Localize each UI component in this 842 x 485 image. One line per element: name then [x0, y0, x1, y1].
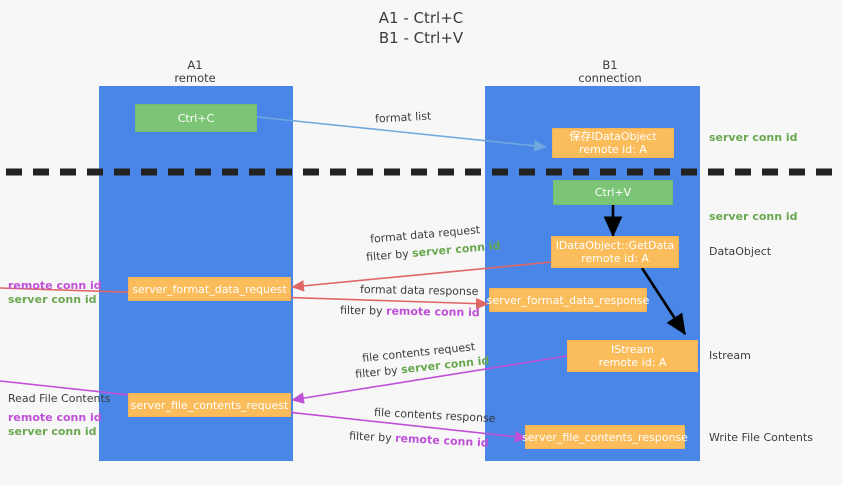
node-istream-line2: remote id: A — [598, 356, 667, 369]
left-label-read-file-contents: Read File Contents — [8, 392, 111, 405]
node-getdata-line1: IDataObject::GetData — [555, 239, 675, 252]
right-label-write-file-contents: Write File Contents — [709, 431, 813, 444]
node-server-file-contents-response[interactable]: server_file_contents_response — [522, 425, 688, 449]
node-store-dataobject[interactable]: 保存IDataObject remote id: A — [552, 128, 674, 158]
label-format-data-response-filter-prefix: filter by — [339, 303, 387, 318]
right-label-server-conn-id-mid: server conn id — [709, 210, 798, 223]
node-server-format-data-request[interactable]: server_format_data_request — [128, 277, 291, 301]
left-label-conn-ids-bottom-remote: remote conn id — [8, 411, 102, 424]
node-istream-line1: IStream — [610, 343, 655, 356]
title-line-1: A1 - Ctrl+C — [378, 9, 464, 27]
lane-header-b1-sub: connection — [578, 71, 642, 85]
node-server-file-contents-request[interactable]: server_file_contents_request — [128, 393, 291, 417]
left-label-conn-ids-mid-server: server conn id — [8, 293, 97, 306]
lane-header-b1-name: B1 — [602, 58, 618, 72]
label-file-contents-response: file contents response — [373, 405, 496, 426]
node-server-file-contents-request-label: server_file_contents_request — [130, 398, 289, 412]
label-file-contents-response-filter: filter by remote conn id — [349, 429, 489, 450]
node-store-dataobject-line1: 保存IDataObject — [569, 130, 657, 143]
right-label-dataobject: DataObject — [709, 245, 772, 258]
label-format-data-request-filter-prefix: filter by — [365, 246, 413, 264]
diagram-title: A1 - Ctrl+C B1 - Ctrl+V — [0, 8, 842, 48]
left-label-conn-ids-mid: remote conn id server conn id — [8, 279, 102, 307]
node-ctrl-v-label: Ctrl+V — [594, 186, 632, 199]
right-label-istream: Istream — [709, 349, 751, 362]
node-server-format-data-response[interactable]: server_format_data_response — [486, 288, 650, 312]
label-format-list: format list — [374, 109, 432, 126]
left-label-conn-ids-bottom-server: server conn id — [8, 425, 97, 438]
label-file-contents-response-filter-value: remote conn id — [394, 431, 490, 450]
label-file-contents-response-filter-prefix: filter by — [348, 429, 396, 445]
node-server-format-data-response-label: server_format_data_response — [486, 293, 650, 307]
node-getdata-line2: remote id: A — [581, 252, 649, 265]
label-format-data-response-filter: filter by remote conn id — [340, 304, 480, 320]
node-ctrl-c[interactable]: Ctrl+C — [135, 104, 257, 132]
node-store-dataobject-line2: remote id: A — [579, 143, 647, 156]
lane-header-a1-name: A1 — [187, 58, 203, 72]
node-istream[interactable]: IStream remote id: A — [567, 340, 698, 372]
lane-header-b1: B1 connection — [555, 59, 665, 85]
node-server-format-data-request-label: server_format_data_request — [132, 282, 287, 296]
left-label-conn-ids-mid-remote: remote conn id — [8, 279, 102, 292]
label-format-data-response-filter-value: remote conn id — [385, 304, 480, 320]
title-line-2: B1 - Ctrl+V — [378, 29, 464, 47]
node-getdata[interactable]: IDataObject::GetData remote id: A — [551, 236, 679, 268]
node-ctrl-v[interactable]: Ctrl+V — [553, 180, 673, 205]
left-label-conn-ids-bottom: remote conn id server conn id — [8, 411, 102, 439]
left-label-read-file-contents-group: Read File Contents — [8, 392, 111, 406]
label-file-contents-request-filter-prefix: filter by — [354, 363, 402, 382]
right-label-server-conn-id-top: server conn id — [709, 131, 798, 144]
lane-header-a1: A1 remote — [140, 59, 250, 85]
node-ctrl-c-label: Ctrl+C — [177, 111, 215, 125]
lane-header-a1-sub: remote — [174, 71, 216, 85]
node-server-file-contents-response-label: server_file_contents_response — [522, 430, 688, 444]
label-format-data-response: format data response — [359, 282, 479, 299]
